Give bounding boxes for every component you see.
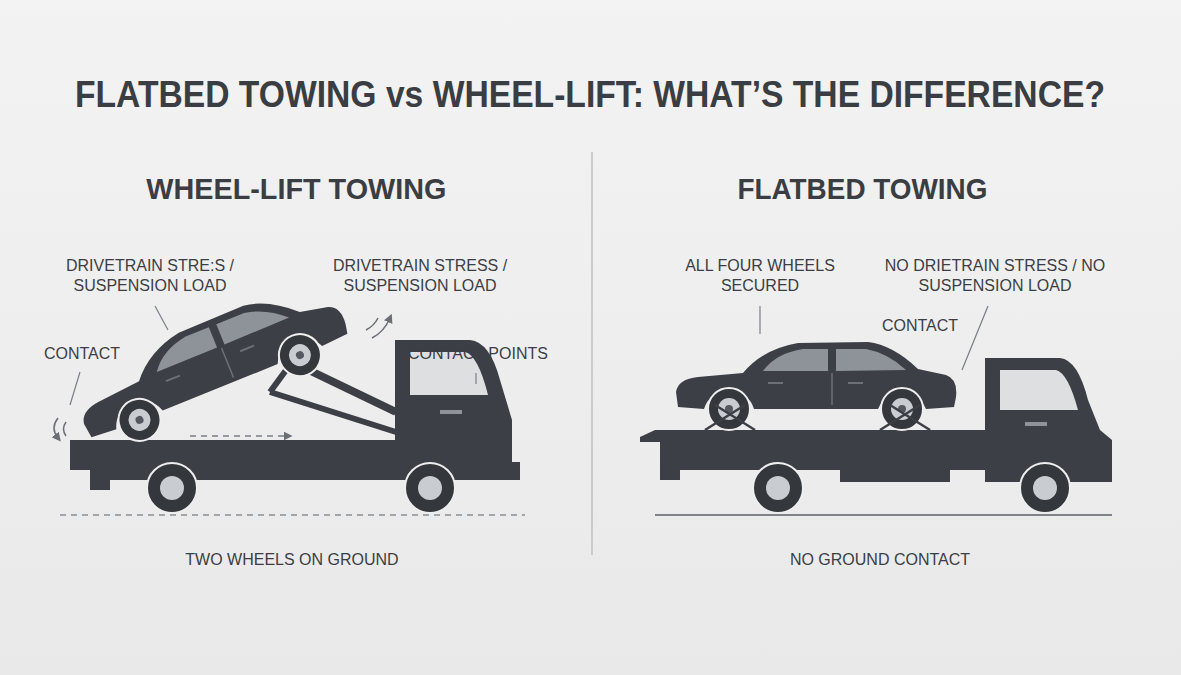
tie-down-straps: [705, 405, 930, 430]
divider-line: [591, 152, 593, 555]
leader-lines: [760, 306, 988, 370]
contact-label: CONTACT: [882, 316, 958, 336]
contact-label: CONTACT: [44, 344, 120, 364]
ground-label: TWO WHEELS ON GROUND: [185, 550, 398, 570]
stress-label: NO DRIETRAIN STRESS / NO SUSPENSION LOAD: [875, 256, 1115, 296]
towed-car: [65, 273, 358, 460]
stress-arrows: [54, 318, 390, 438]
panel-heading: WHEEL-LIFT TOWING: [146, 170, 446, 208]
stress-label: DRIVETRAIN STRESS / SUSPENSION LOAD: [313, 256, 528, 296]
carried-car: [676, 342, 956, 430]
diagram-title: FLATBED TOWING vs WHEEL-LIFT: WHAT’S THE…: [75, 72, 1105, 117]
ground-label: NO GROUND CONTACT: [790, 550, 970, 570]
wheels-label: ALL FOUR WHEELS SECURED: [670, 256, 850, 296]
panel-heading: FLATBED TOWING: [737, 170, 987, 208]
contact-label: CONTACT POINTS: [408, 344, 548, 364]
stress-label: DRIVETRAIN STRE:S / SUSPENSION LOAD: [43, 256, 258, 296]
